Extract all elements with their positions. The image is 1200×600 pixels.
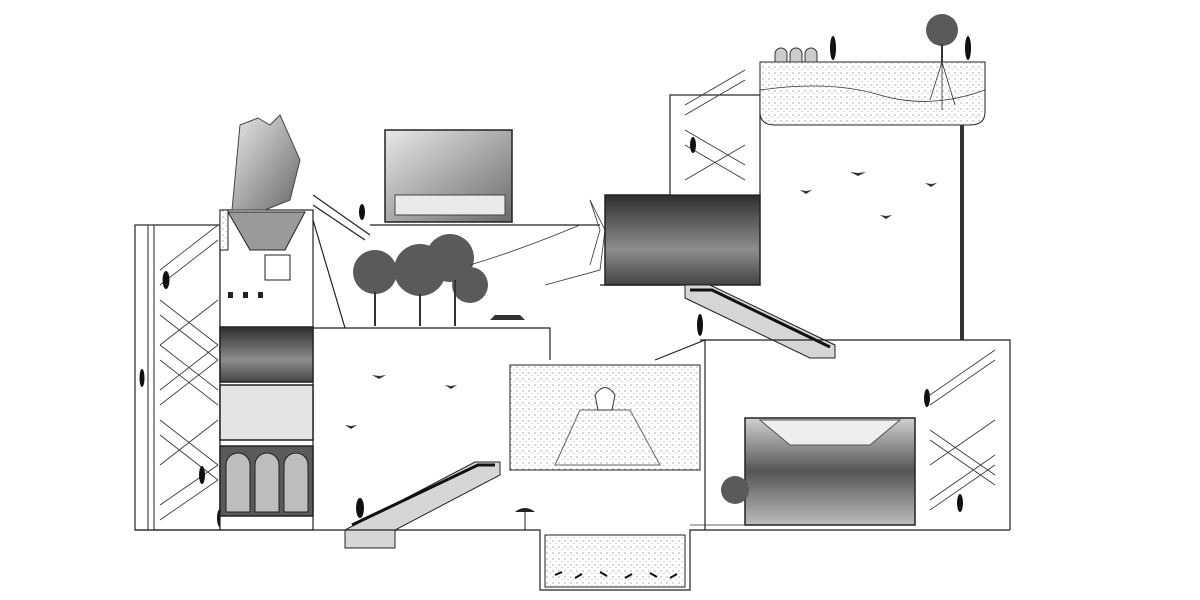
tree-terrace	[312, 199, 606, 360]
lower-escalator	[344, 461, 501, 549]
umbrella	[515, 508, 535, 512]
roof-garden	[759, 14, 986, 340]
photo-panel-audience	[219, 384, 314, 441]
chapel-floor	[554, 409, 661, 466]
upper-escalator	[684, 284, 836, 359]
hopper	[227, 211, 306, 251]
terrace-stairs	[312, 194, 600, 241]
spiral-stair	[544, 199, 606, 286]
photo-restaurant	[604, 194, 761, 286]
fish-pond	[544, 534, 686, 588]
vertical-shaft	[219, 114, 314, 531]
left-stair-tower	[134, 224, 223, 531]
small-tree	[721, 476, 749, 504]
sculpture-sail	[231, 114, 301, 211]
photo-panel-street	[219, 326, 314, 383]
pool-roof-glazing	[758, 419, 902, 446]
chapel-altar	[594, 387, 616, 411]
ground-floor	[135, 508, 1010, 591]
trees	[353, 234, 488, 303]
right-upper-stair-tower	[669, 69, 761, 196]
right-floor	[654, 314, 1011, 530]
birds	[345, 172, 937, 429]
office-counter	[394, 194, 506, 216]
